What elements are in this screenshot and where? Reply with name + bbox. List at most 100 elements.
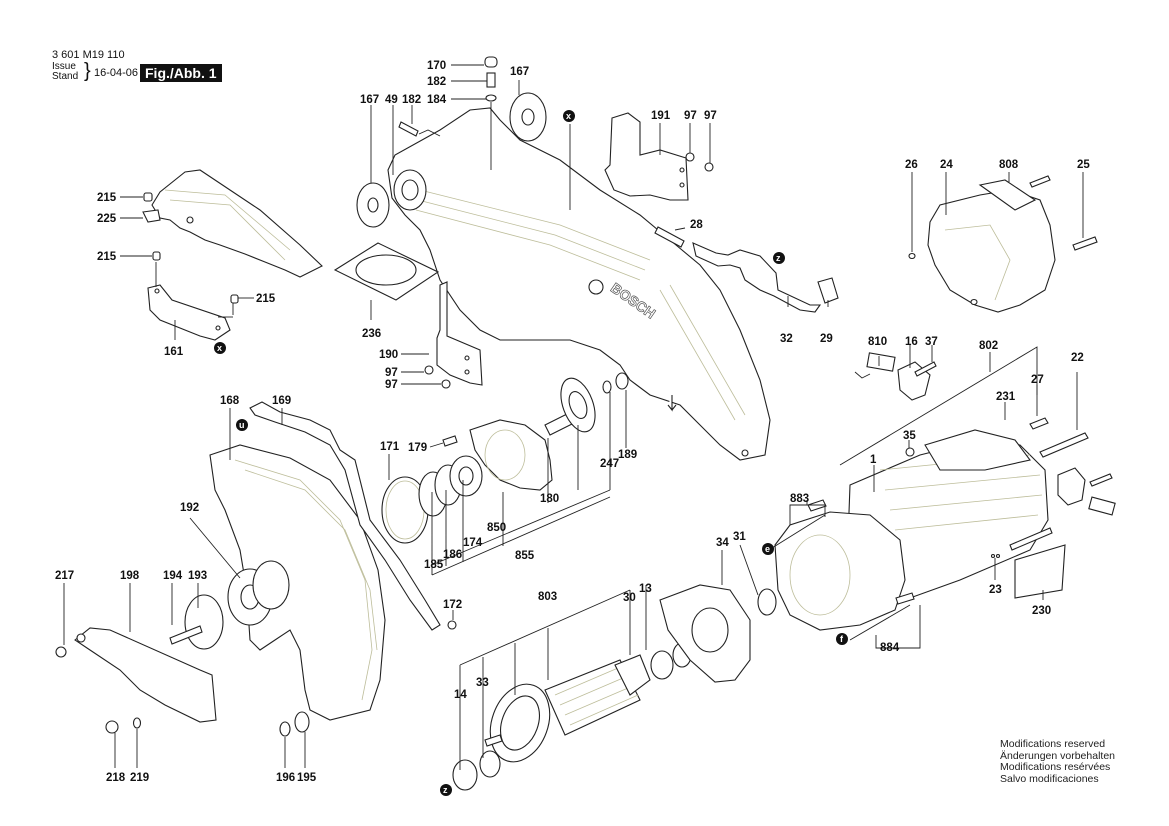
screw-23a <box>990 553 996 559</box>
part-label: 172 <box>443 599 462 611</box>
marker-e: e <box>762 543 774 555</box>
issue-label-de: Stand <box>52 71 79 82</box>
part-label: 13 <box>639 583 652 595</box>
part-label: 161 <box>164 346 184 358</box>
cable-884 <box>849 604 911 641</box>
part-label: 194 <box>163 570 183 582</box>
part-label: 196 <box>276 772 295 784</box>
part-label: 168 <box>220 395 240 407</box>
part-label: 236 <box>362 328 381 340</box>
part-label: 29 <box>820 333 833 345</box>
marker-z-bottom: z <box>440 784 452 796</box>
upper-guard-cover <box>142 169 323 278</box>
brush-holder-16 <box>854 352 937 401</box>
flange-193 <box>184 594 224 650</box>
bracket-190 <box>424 281 483 389</box>
terminal-27 <box>1029 417 1049 430</box>
issue-date: 16-04-06 <box>94 67 139 79</box>
o-ring-247 <box>602 380 612 394</box>
part-label: 217 <box>55 570 74 582</box>
baffle-opening <box>691 607 729 653</box>
part-label: 169 <box>272 395 291 407</box>
modifications-es: Salvo modificaciones <box>1000 772 1099 785</box>
screw-194 <box>169 625 203 645</box>
part-label: 22 <box>1071 352 1084 364</box>
part-label: 182 <box>427 76 446 88</box>
ring-219 <box>132 717 142 729</box>
flange-inner <box>252 560 290 610</box>
part-label: 185 <box>424 559 444 571</box>
part-label: 195 <box>297 772 317 784</box>
modifications-de: Änderungen vorbehalten <box>1000 749 1116 762</box>
brush-holder-right <box>1057 467 1116 516</box>
part-label: 1 <box>870 454 877 466</box>
upper-arm-housing: BOSCH <box>387 107 771 461</box>
part-label: 231 <box>996 391 1016 403</box>
modifications-en: Modifications reserved <box>1000 738 1106 750</box>
part-label: 193 <box>188 570 207 582</box>
bracket-161 <box>147 284 231 341</box>
guide-191 <box>604 112 714 201</box>
gear-shaft-180 <box>544 372 629 436</box>
marker-x-top: x <box>563 110 575 122</box>
part-label: 33 <box>476 677 489 689</box>
washer-167-left-hole <box>367 197 379 213</box>
screw-stack-170-182-184 <box>484 56 498 170</box>
issue-label-en: Issue <box>52 61 76 72</box>
seal-31 <box>757 588 777 616</box>
leader-lines <box>63 64 1084 770</box>
part-label: 247 <box>600 458 619 470</box>
part-label: 97 <box>385 367 398 379</box>
marker-f: f <box>836 633 848 645</box>
part-labels: 170 182 184 167 167 49 182 191 97 97 28 … <box>55 60 1090 784</box>
part-label: 171 <box>380 441 400 453</box>
cable-883 <box>771 514 826 549</box>
part-label: 218 <box>106 772 126 784</box>
part-label: 883 <box>790 493 809 505</box>
svg-text:e: e <box>765 544 770 554</box>
marker-x-left: x <box>214 342 226 354</box>
part-label: 884 <box>880 642 900 654</box>
part-label: 215 <box>97 251 117 263</box>
part-label: 186 <box>443 549 462 561</box>
svg-text:u: u <box>239 420 245 430</box>
bearing-30 <box>650 650 674 680</box>
figure-label: Fig./Abb. 1 <box>140 64 222 82</box>
part-label: 198 <box>120 570 140 582</box>
part-label: 49 <box>385 94 398 106</box>
part-label: 184 <box>427 94 447 106</box>
part-label: 27 <box>1031 374 1044 386</box>
part-label: 28 <box>690 219 703 231</box>
part-label: 23 <box>989 584 1002 596</box>
screw-218 <box>105 720 119 734</box>
part-label: 225 <box>97 213 117 225</box>
part-label: 810 <box>868 336 887 348</box>
svg-text:x: x <box>217 343 222 353</box>
marker-u: u <box>236 419 248 431</box>
document-number: 3 601 M19 110 <box>52 49 125 61</box>
screw-23b <box>995 553 1001 559</box>
part-label: 32 <box>780 333 793 345</box>
part-label: 167 <box>510 66 529 78</box>
part-label: 191 <box>651 110 671 122</box>
bushing-189 <box>615 372 629 390</box>
part-label: 230 <box>1032 605 1051 617</box>
part-label: 30 <box>623 592 636 604</box>
part-label: 16 <box>905 336 918 348</box>
screw-217 <box>55 646 67 658</box>
lever-32 <box>692 242 839 313</box>
svg-text:f: f <box>840 634 844 644</box>
part-label: 97 <box>385 379 398 391</box>
cover-198 <box>74 627 217 723</box>
part-label: 25 <box>1077 159 1090 171</box>
part-label: 850 <box>487 522 506 534</box>
part-label: 24 <box>940 159 953 171</box>
spring-28 <box>654 226 685 248</box>
part-label: 167 <box>360 94 379 106</box>
part-label: 31 <box>733 531 746 543</box>
screw-215-set <box>143 192 239 304</box>
svg-text:z: z <box>443 785 448 795</box>
part-label: 189 <box>618 449 637 461</box>
part-label: 190 <box>379 349 398 361</box>
screw-35 <box>905 447 915 457</box>
